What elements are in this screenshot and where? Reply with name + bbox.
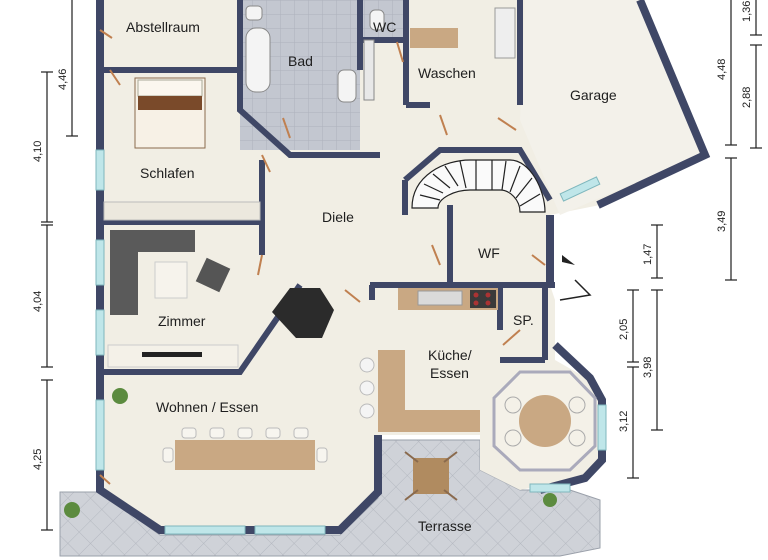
cooktop (470, 290, 496, 308)
kitchen-counter-l (378, 350, 480, 432)
label-diele: Diele (322, 209, 354, 225)
dim-right-4: 3,49 (716, 211, 728, 232)
coffee-table (154, 261, 188, 299)
plant-icon (112, 388, 128, 404)
dim-right-7: 3,98 (642, 357, 654, 378)
plant-icon (543, 493, 557, 507)
dim-right-6: 2,05 (618, 319, 630, 340)
garage-floor (520, 0, 700, 215)
doors (99, 29, 546, 485)
label-bad: Bad (288, 53, 313, 69)
dining-table (175, 440, 315, 470)
dim-left-4: 4,25 (32, 449, 44, 470)
dim-right-1: 1,36 (741, 1, 753, 22)
dim-left-2: 4,10 (32, 141, 44, 162)
label-wohnen: Wohnen / Essen (156, 399, 258, 415)
entrance-arrow-icon (562, 255, 575, 265)
tv (142, 352, 202, 357)
label-schlafen: Schlafen (140, 165, 194, 181)
dim-right-8: 3,12 (618, 411, 630, 432)
windows (95, 149, 607, 535)
sofa (110, 230, 195, 315)
armchair (195, 257, 231, 293)
laundry-counter (410, 28, 458, 48)
entrance-door (559, 279, 592, 301)
terrace-chairs (404, 451, 458, 501)
label-zimmer: Zimmer (158, 313, 206, 329)
dim-left-3: 4,04 (32, 291, 44, 312)
label-waschen: Waschen (418, 65, 476, 81)
dim-right-2: 4,48 (716, 59, 728, 80)
bar-stools (359, 357, 375, 419)
dim-right-3: 2,88 (741, 87, 753, 108)
staircase (411, 159, 546, 213)
sink (417, 290, 463, 306)
dimension-lines (41, 0, 762, 531)
label-sp: SP. (513, 312, 534, 328)
chairs-round (504, 396, 586, 447)
round-table (519, 395, 571, 447)
laundry-appliances (494, 7, 516, 59)
wardrobe (103, 201, 261, 221)
plant-icon (64, 502, 80, 518)
label-kueche-2: Essen (430, 365, 469, 381)
label-abstellraum: Abstellraum (126, 19, 200, 35)
label-wc: WC (373, 19, 396, 35)
terrace-table (413, 458, 449, 494)
label-kueche-1: Küche/ (428, 347, 472, 363)
dining-chairs (162, 427, 328, 463)
dim-right-5: 1,47 (642, 244, 654, 265)
bath-fixtures (245, 5, 385, 103)
dim-left-1: 4,46 (57, 69, 69, 90)
bed (134, 77, 206, 149)
fireplace (272, 288, 334, 338)
label-garage: Garage (570, 87, 617, 103)
label-terrasse: Terrasse (418, 518, 472, 534)
label-wf: WF (478, 245, 500, 261)
